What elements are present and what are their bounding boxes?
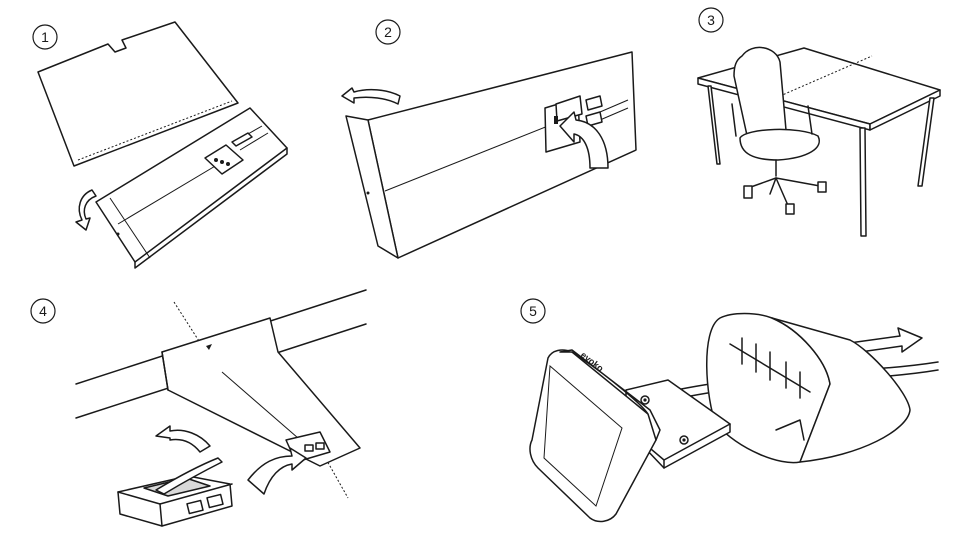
- step-1-protective-sheet: [37, 21, 239, 167]
- step-4-rotate-arrow: [155, 425, 211, 453]
- step-2-flip-arrow: [341, 87, 401, 105]
- step-5-sleeve: [706, 312, 911, 464]
- step-4-insert-arrow: [247, 447, 307, 495]
- step-1-badge: 1: [32, 24, 58, 50]
- step-2-plate-edge: [345, 115, 399, 259]
- step-5-badge: 5: [520, 298, 546, 324]
- step-4-adhesive-liner: [155, 457, 223, 495]
- step-1-plate-fold-line: [109, 197, 151, 259]
- step-3-number: 3: [707, 12, 715, 28]
- step-1-cable-line: [117, 155, 233, 225]
- step-5-device: evoko: [529, 349, 661, 523]
- step-4-hub: [117, 457, 233, 527]
- step-3-center-line: [779, 55, 873, 97]
- step-3-chair: [731, 46, 827, 215]
- step-4-number: 4: [39, 303, 47, 319]
- step-1-number: 1: [41, 29, 49, 45]
- step-4-panel: 4: [30, 289, 367, 527]
- step-4-badge: 4: [30, 298, 56, 324]
- step-1-rotate-arrow: [75, 189, 97, 231]
- step-2-cable-line: [384, 125, 549, 192]
- step-2-badge: 2: [375, 19, 401, 45]
- step-1-sheet-perforation: [77, 100, 233, 161]
- step-4-cable-line: [221, 371, 299, 439]
- step-3-badge: 3: [698, 7, 724, 33]
- step-1-panel: 1: [32, 21, 288, 269]
- step-1-hub: [204, 144, 244, 175]
- step-5-panel: 5: [520, 298, 939, 523]
- step-3-panel: 3: [697, 7, 941, 237]
- step-5-number: 5: [529, 303, 537, 319]
- step-1-connector: [231, 132, 253, 147]
- step-2-number: 2: [384, 24, 392, 40]
- step-2-panel: 2: [341, 19, 637, 259]
- step-2-insert-arrow: [559, 111, 609, 169]
